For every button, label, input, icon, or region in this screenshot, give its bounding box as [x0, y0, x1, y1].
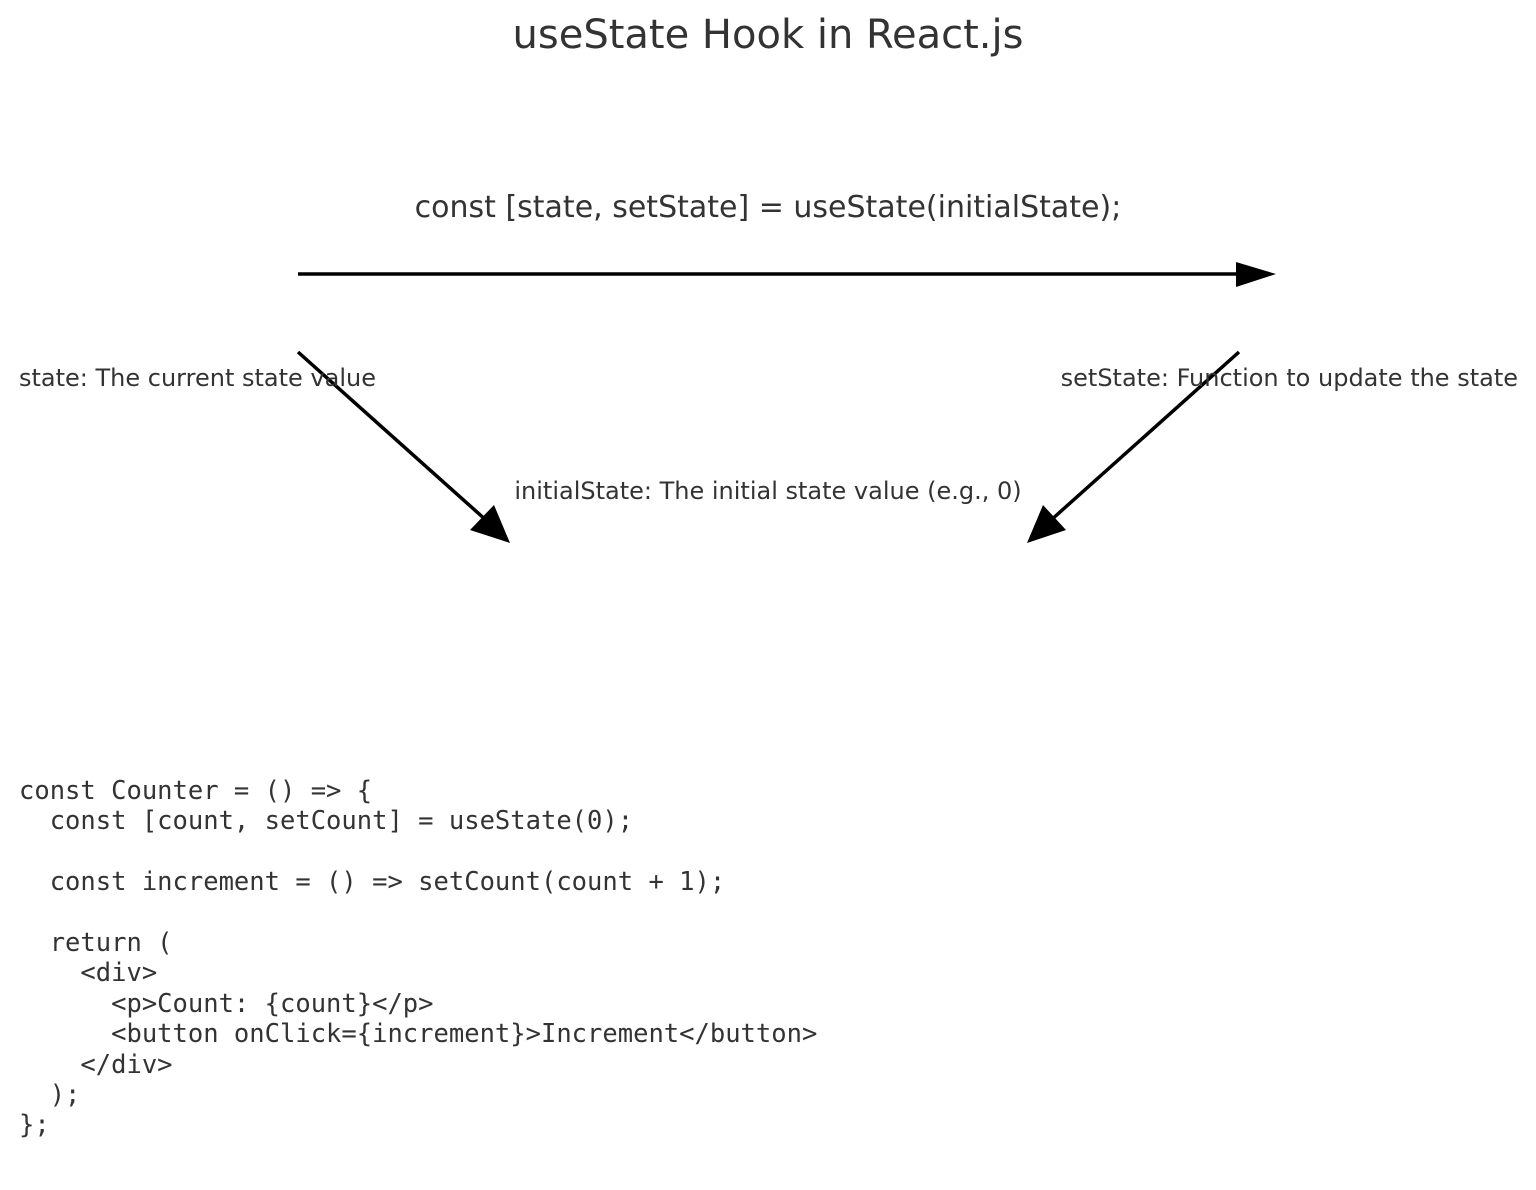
setstate-arrow: [1027, 350, 1241, 543]
code-line: [19, 837, 817, 867]
code-line: };: [19, 1110, 50, 1141]
code-line: <div>: [19, 958, 158, 989]
code-line: );: [19, 1080, 81, 1111]
code-example: const Counter = () => { const [count, se…: [19, 776, 817, 1141]
signature-arrow: [298, 262, 1276, 287]
code-line: </div>: [19, 1049, 173, 1080]
code-line: <button onClick={increment}>Increment</b…: [19, 1019, 818, 1050]
state-label: state: The current state value: [19, 364, 376, 392]
code-line: const increment = () => setCount(count +…: [19, 867, 726, 898]
code-line: [19, 898, 817, 928]
initialstate-label: initialState: The initial state value (e…: [514, 477, 1022, 505]
setstate-label: setState: Function to update the state: [1060, 364, 1518, 392]
code-line: const Counter = () => {: [19, 776, 373, 806]
code-line: <p>Count: {count}</p>: [19, 988, 434, 1019]
diagram-title: useState Hook in React.js: [512, 12, 1024, 58]
usestate-signature: const [state, setState] = useState(initi…: [414, 190, 1122, 225]
state-arrow: [296, 350, 510, 543]
code-line: return (: [19, 928, 173, 958]
code-line: const [count, setCount] = useState(0);: [19, 806, 634, 837]
